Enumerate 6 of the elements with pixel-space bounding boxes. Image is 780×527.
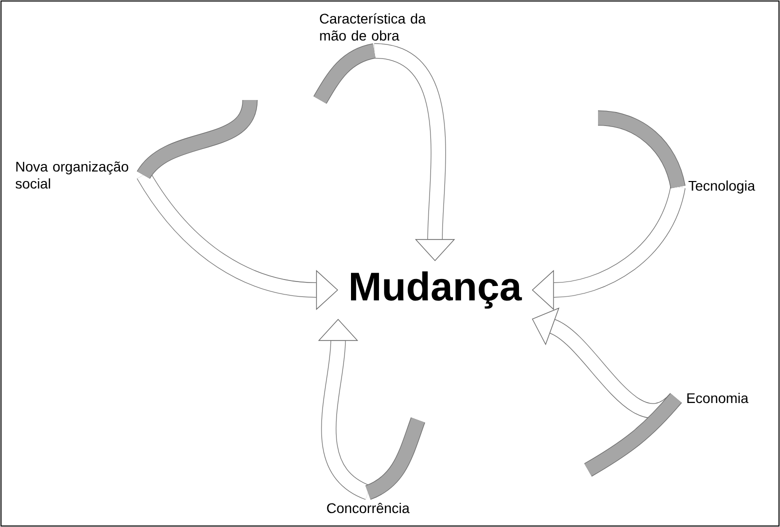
label: Característica da mão de obra <box>320 13 426 41</box>
center-label: Mudança <box>351 271 522 309</box>
label: Concorrência <box>327 502 410 514</box>
label: Nova organização social <box>16 161 128 189</box>
label: Economia <box>687 392 748 404</box>
label: Tecnologia <box>688 180 756 194</box>
